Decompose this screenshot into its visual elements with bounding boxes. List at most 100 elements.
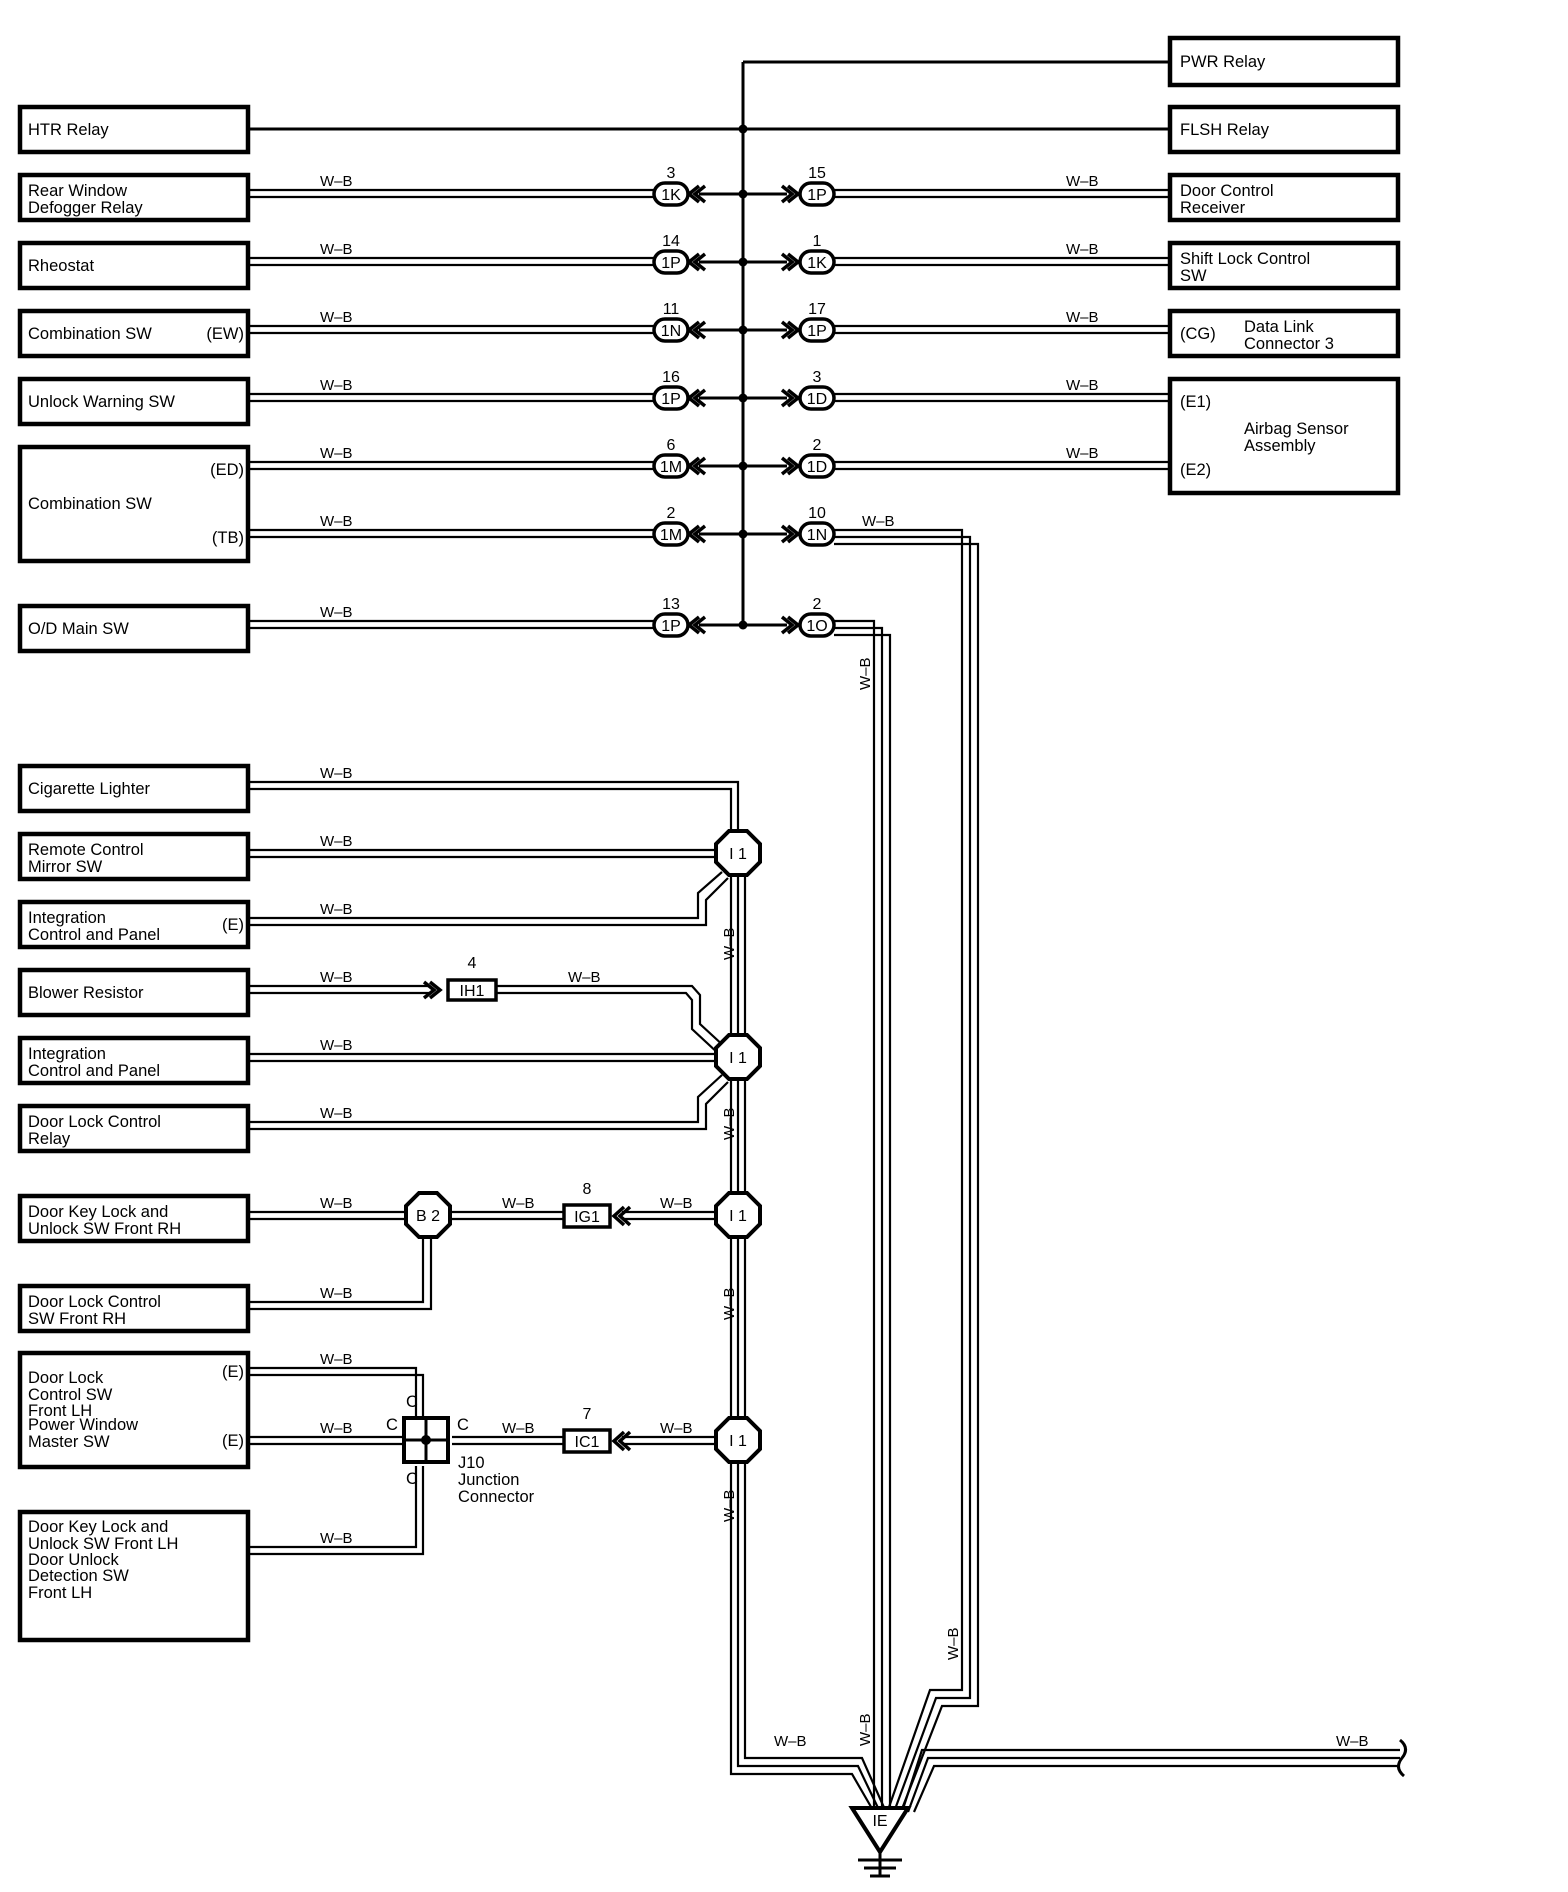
component-combination-sw-ed-tb[interactable]: Combination SW (ED) (TB): [17, 444, 251, 564]
connector-ic1[interactable]: IC1 7: [562, 1406, 632, 1454]
connector-1p-left-2[interactable]: 1P 16: [652, 369, 707, 411]
svg-text:W–B: W–B: [320, 377, 353, 394]
svg-text:W–B: W–B: [320, 1285, 353, 1302]
svg-text:1: 1: [813, 233, 822, 250]
inline-connectors: IH1 4 IG1 8 IC1 7: [422, 955, 632, 1454]
component-label: Door Lock Control: [28, 1293, 161, 1311]
component-airbag-sensor-assembly[interactable]: (E1) (E2) Airbag Sensor Assembly: [1167, 376, 1401, 496]
connector-1p-right-2[interactable]: 1P 17: [780, 301, 836, 343]
connector-1p-left[interactable]: 1P 14: [652, 233, 707, 275]
component-door-lock-control-relay[interactable]: Door Lock Control Relay: [17, 1103, 251, 1154]
component-label: Door Control: [1180, 182, 1274, 200]
connector-1m-left[interactable]: 1M 6: [652, 437, 707, 479]
right-connectors: 1P 15 1K 1 1P 17 1D 3 1D: [780, 165, 836, 638]
svg-text:17: 17: [808, 301, 826, 318]
pin-label: (CG): [1180, 325, 1216, 343]
component-pwr-relay[interactable]: PWR Relay: [1167, 35, 1401, 88]
junction-b2[interactable]: B 2: [404, 1191, 452, 1239]
component-label: Assembly: [1244, 437, 1316, 455]
svg-text:1P: 1P: [661, 618, 681, 635]
svg-text:1K: 1K: [807, 255, 827, 272]
svg-text:2: 2: [813, 596, 822, 613]
svg-text:1D: 1D: [807, 391, 827, 408]
component-label: HTR Relay: [28, 121, 109, 139]
component-od-main-sw[interactable]: O/D Main SW: [17, 603, 251, 654]
component-integration-control-panel-1[interactable]: Integration Control and Panel (E): [17, 899, 251, 950]
component-door-lock-control-sw-front-rh[interactable]: Door Lock Control SW Front RH: [17, 1283, 251, 1334]
component-shift-lock-control-sw[interactable]: Shift Lock Control SW: [1167, 240, 1401, 291]
svg-text:1M: 1M: [660, 459, 682, 476]
connector-1n-right[interactable]: 1N 10: [780, 505, 836, 547]
ground-point-ie[interactable]: IE: [848, 1806, 912, 1878]
svg-text:I 1: I 1: [729, 1050, 747, 1067]
component-remote-control-mirror-sw[interactable]: Remote Control Mirror SW: [17, 831, 251, 882]
connector-1o-right[interactable]: 1O 2: [780, 596, 836, 638]
terminal-label: C: [457, 1416, 469, 1434]
junction-i1-d[interactable]: I 1: [714, 1416, 762, 1464]
svg-text:W–B: W–B: [857, 1713, 874, 1746]
connector-ih1[interactable]: IH1 4: [422, 955, 498, 1002]
svg-text:W–B: W–B: [320, 604, 353, 621]
component-label: Control and Panel: [28, 926, 160, 944]
connector-1d-right[interactable]: 1D 3: [780, 369, 836, 411]
component-label: Integration: [28, 1045, 106, 1063]
svg-text:W–B: W–B: [320, 833, 353, 850]
component-integration-control-panel-2[interactable]: Integration Control and Panel: [17, 1035, 251, 1086]
svg-text:6: 6: [667, 437, 676, 454]
component-label: FLSH Relay: [1180, 121, 1270, 139]
svg-text:14: 14: [662, 233, 680, 250]
component-cigarette-lighter[interactable]: Cigarette Lighter: [17, 763, 251, 814]
svg-text:13: 13: [662, 596, 680, 613]
component-label: Blower Resistor: [28, 984, 144, 1002]
terminal-label: C: [386, 1416, 398, 1434]
connector-1p-left-3[interactable]: 1P 13: [652, 596, 707, 638]
component-label: SW Front RH: [28, 1310, 126, 1328]
component-rear-window-defogger-relay[interactable]: Rear Window Defogger Relay: [17, 172, 251, 223]
junction-i1-b[interactable]: I 1: [714, 1033, 762, 1081]
j10-name: J10: [458, 1454, 485, 1472]
component-data-link-connector-3[interactable]: (CG) Data Link Connector 3: [1167, 308, 1401, 359]
svg-text:W–B: W–B: [660, 1420, 693, 1437]
component-unlock-warning-sw[interactable]: Unlock Warning SW: [17, 376, 251, 427]
svg-text:16: 16: [662, 369, 680, 386]
component-door-key-lock-front-lh[interactable]: Door Key Lock and Unlock SW Front LH Doo…: [17, 1509, 251, 1643]
component-label: Rheostat: [28, 257, 94, 275]
left-wires-top: [248, 188, 654, 630]
connector-1k-right[interactable]: 1K 1: [780, 233, 836, 275]
component-label: Airbag Sensor: [1244, 420, 1349, 438]
svg-text:1P: 1P: [661, 255, 681, 272]
junction-i1-a[interactable]: I 1: [714, 829, 762, 877]
component-rheostat[interactable]: Rheostat: [17, 240, 251, 291]
svg-text:1P: 1P: [807, 187, 827, 204]
svg-text:1M: 1M: [660, 527, 682, 544]
svg-text:W–B: W–B: [320, 1105, 353, 1122]
component-label: Front LH: [28, 1402, 92, 1420]
svg-text:3: 3: [813, 369, 822, 386]
component-label: Master SW: [28, 1433, 110, 1451]
component-flsh-relay[interactable]: FLSH Relay: [1167, 104, 1401, 155]
pin-label: (EW): [206, 325, 244, 343]
connector-1k-left[interactable]: 1K 3: [652, 165, 707, 207]
svg-text:IC1: IC1: [575, 1434, 600, 1451]
junction-i1-c[interactable]: I 1: [714, 1191, 762, 1239]
component-label: Defogger Relay: [28, 199, 143, 217]
connector-1m-left-2[interactable]: 1M 2: [652, 505, 707, 547]
svg-text:W–B: W–B: [1066, 309, 1099, 326]
svg-text:1K: 1K: [661, 187, 681, 204]
component-door-control-receiver[interactable]: Door Control Receiver: [1167, 172, 1401, 223]
component-door-lock-control-sw-front-lh[interactable]: Door Lock Control SW Front LH Power Wind…: [17, 1350, 251, 1470]
component-combination-sw-ew[interactable]: Combination SW (EW): [17, 308, 251, 359]
component-blower-resistor[interactable]: Blower Resistor: [17, 967, 251, 1018]
connector-ig1[interactable]: IG1 8: [562, 1181, 632, 1229]
component-label: Remote Control: [28, 841, 144, 859]
svg-text:W–B: W–B: [721, 1107, 738, 1140]
component-htr-relay[interactable]: HTR Relay: [17, 104, 251, 155]
junction-connector-j10[interactable]: C C C C J10 Junction Connector: [386, 1393, 535, 1506]
connector-1d-right-2[interactable]: 1D 2: [780, 437, 836, 479]
component-label: SW: [1180, 267, 1207, 285]
connector-1p-right[interactable]: 1P 15: [780, 165, 836, 207]
connector-1n-left[interactable]: 1N 11: [652, 301, 707, 343]
right-wires-top: [834, 188, 1170, 1815]
component-label: Integration: [28, 909, 106, 927]
component-door-key-lock-front-rh[interactable]: Door Key Lock and Unlock SW Front RH: [17, 1193, 251, 1244]
